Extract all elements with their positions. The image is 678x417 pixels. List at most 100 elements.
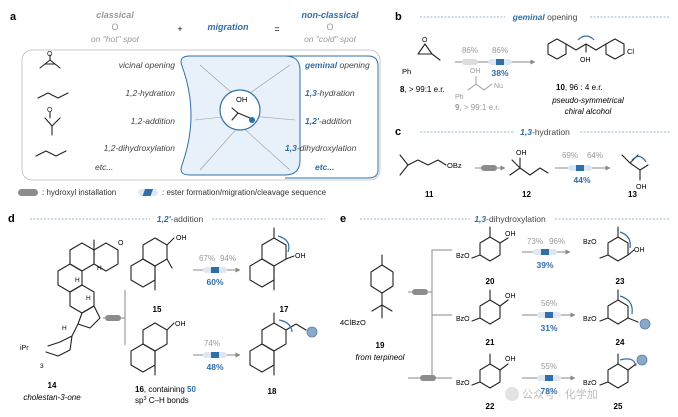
- cmpd-15-OH: OH: [176, 235, 187, 242]
- b-yield-grey-2: 86%: [492, 46, 508, 55]
- row-1-left: 1,2-hydration: [125, 88, 175, 98]
- cmpd-20-label: 20: [486, 277, 495, 286]
- cmpd-13-label: 13: [628, 190, 637, 199]
- nonclassical-frame: [285, 55, 379, 179]
- cmpd-9-Ph: Ph: [455, 94, 464, 101]
- cmpd-14-H-2: H: [75, 277, 80, 284]
- cmpd-25-label: 25: [614, 402, 623, 411]
- row-1-right: 1,3-hydration: [305, 88, 355, 98]
- cmpd-17-structure: [249, 227, 295, 291]
- e-row-1-center: [541, 249, 549, 255]
- cmpd-20-OH: OH: [505, 231, 516, 238]
- cmpd-14-label: 14: [48, 381, 57, 390]
- cmpd-17-migration-arc: [277, 235, 290, 253]
- cmpd-9-structure: [467, 76, 493, 91]
- cmpd-14-H-4: H: [62, 325, 67, 332]
- cmpd-18-migration-arc: [278, 319, 293, 333]
- cmpd-11-label: 11: [425, 190, 434, 199]
- legend-hydroxyl: : hydroxyl installation: [42, 188, 116, 197]
- panel-d-letter: d: [8, 213, 15, 225]
- row-4: etc... etc...: [95, 162, 334, 172]
- cmpd-10-label: 10, 96 : 4 e.r.: [556, 83, 603, 92]
- row-4-right: etc...: [315, 162, 334, 172]
- cmpd-22-OH: OH: [505, 356, 516, 363]
- cmpd-23-label: 23: [616, 277, 625, 286]
- cmpd-8-label: 8, > 99:1 e.r.: [400, 85, 445, 94]
- e-row-3: BzO OH 22 55% 78% BzO 25: [456, 353, 648, 411]
- cmpd-17-label: 17: [280, 305, 289, 314]
- panel-c-title: 1,3-hydration: [520, 127, 570, 137]
- row-3-right: 1,3-dihydroxylation: [285, 143, 357, 153]
- e-row-1-grey-1: 73%: [527, 237, 543, 246]
- cmpd-9-label: 9, > 99:1 e.r.: [455, 103, 500, 112]
- cmpd-14-O: O: [118, 240, 124, 247]
- d-yield1-grey-1: 67%: [199, 254, 215, 263]
- nonclassical-O: O: [326, 22, 333, 32]
- row-0: vicinal opening geminal opening: [119, 60, 370, 70]
- cmpd-20-structure: [471, 226, 509, 262]
- cmpd-12-OH: OH: [516, 150, 527, 157]
- e-branch-mid: [431, 292, 452, 316]
- cmpd-24-label: 24: [616, 338, 625, 347]
- cmpd-18-structure: [249, 312, 307, 376]
- classical-frame: [21, 49, 381, 181]
- cmpd-10-migration-arc: [577, 35, 595, 41]
- migration-label: migration: [207, 22, 249, 32]
- d-arrow-15-17-center: [211, 267, 219, 273]
- legend-grey-pill: [18, 189, 38, 196]
- cmpd-24-BzO: BzO: [583, 316, 597, 323]
- cmpd-25-migration-arc: [619, 358, 637, 367]
- cmpd-18-blue-ball: [306, 326, 318, 338]
- cmpd-25-structure: [599, 353, 637, 389]
- migration-OH: OH: [236, 95, 247, 104]
- cmpd-19-name: from terpineol: [356, 353, 405, 362]
- c-arrow-1-pill: [481, 165, 497, 171]
- e-row-2: BzO OH 21 56% 31% BzO 24: [456, 289, 651, 347]
- d-arrow-from-14-pill: [105, 315, 121, 321]
- cmpd-20-BzO: BzO: [456, 253, 470, 260]
- row-3-left: 1,2-dihydroxylation: [104, 143, 176, 153]
- cmpd-23-OH: OH: [634, 247, 645, 254]
- panel-b-letter: b: [395, 11, 402, 23]
- cmpd-16-label-2: sp3 C–H bonds: [135, 396, 189, 405]
- row-0-left: vicinal opening: [119, 60, 176, 70]
- panel-b-title: geminal opening: [512, 12, 578, 22]
- panel-d: d 1,2'-addition O H H H H iPr 3 14 chole…: [8, 213, 325, 405]
- cmpd-9-OH: OH: [470, 68, 481, 75]
- e-row-2-blue: 31%: [540, 323, 557, 333]
- cmpd-14-H-1: H: [97, 265, 102, 272]
- d-yield1-blue: 60%: [206, 277, 223, 287]
- row-2-left: 1,2-addition: [131, 116, 176, 126]
- cmpd-25-blue-ball: [636, 354, 648, 366]
- e-branch-top-pill: [412, 289, 428, 295]
- panel-a: a classical O on "hot" spot + migration …: [10, 10, 381, 197]
- cmpd-14-three: 3: [40, 363, 44, 370]
- cmpd-24-blue-ball: [639, 318, 651, 330]
- e-branch-bot-2: [431, 292, 452, 379]
- legend-ester: : ester formation/migration/cleavage seq…: [162, 188, 327, 197]
- cmpd-23-migration-arc: [619, 231, 631, 249]
- watermark-logo-icon: [505, 387, 519, 401]
- cmpd-14-iPr: iPr: [20, 345, 29, 352]
- c-yield-grey-1: 69%: [562, 151, 578, 160]
- cmpd-16-label: 16, containing 50: [135, 385, 196, 394]
- cmpd-16-structure: [130, 322, 175, 376]
- watermark: 公众号 · 化学加: [505, 387, 598, 401]
- cmpd-22-label: 22: [486, 402, 495, 411]
- cmpd-11-OBz: OBz: [447, 161, 462, 170]
- row-0-right: geminal opening: [304, 60, 370, 70]
- classical-label: classical: [96, 10, 134, 20]
- e-row-1-grey-2: 96%: [549, 237, 565, 246]
- row-2-right: 1,2'-addition: [305, 116, 352, 126]
- cmpd-10-note-1: pseudo-symmetrical: [551, 96, 624, 105]
- panel-e-letter: e: [340, 213, 346, 225]
- b-arrow-blue-center: [496, 59, 504, 65]
- legend-blue-pill-center: [142, 189, 154, 196]
- b-arrow-grey-pill: [462, 59, 478, 65]
- cmpd-21-structure: [471, 289, 509, 325]
- cmpd-21-label: 21: [486, 338, 495, 347]
- cmpd-22-BzO: BzO: [456, 380, 470, 387]
- cmpd-10-note-2: chiral alcohol: [565, 107, 612, 116]
- cmpd-10-OH: OH: [580, 57, 591, 64]
